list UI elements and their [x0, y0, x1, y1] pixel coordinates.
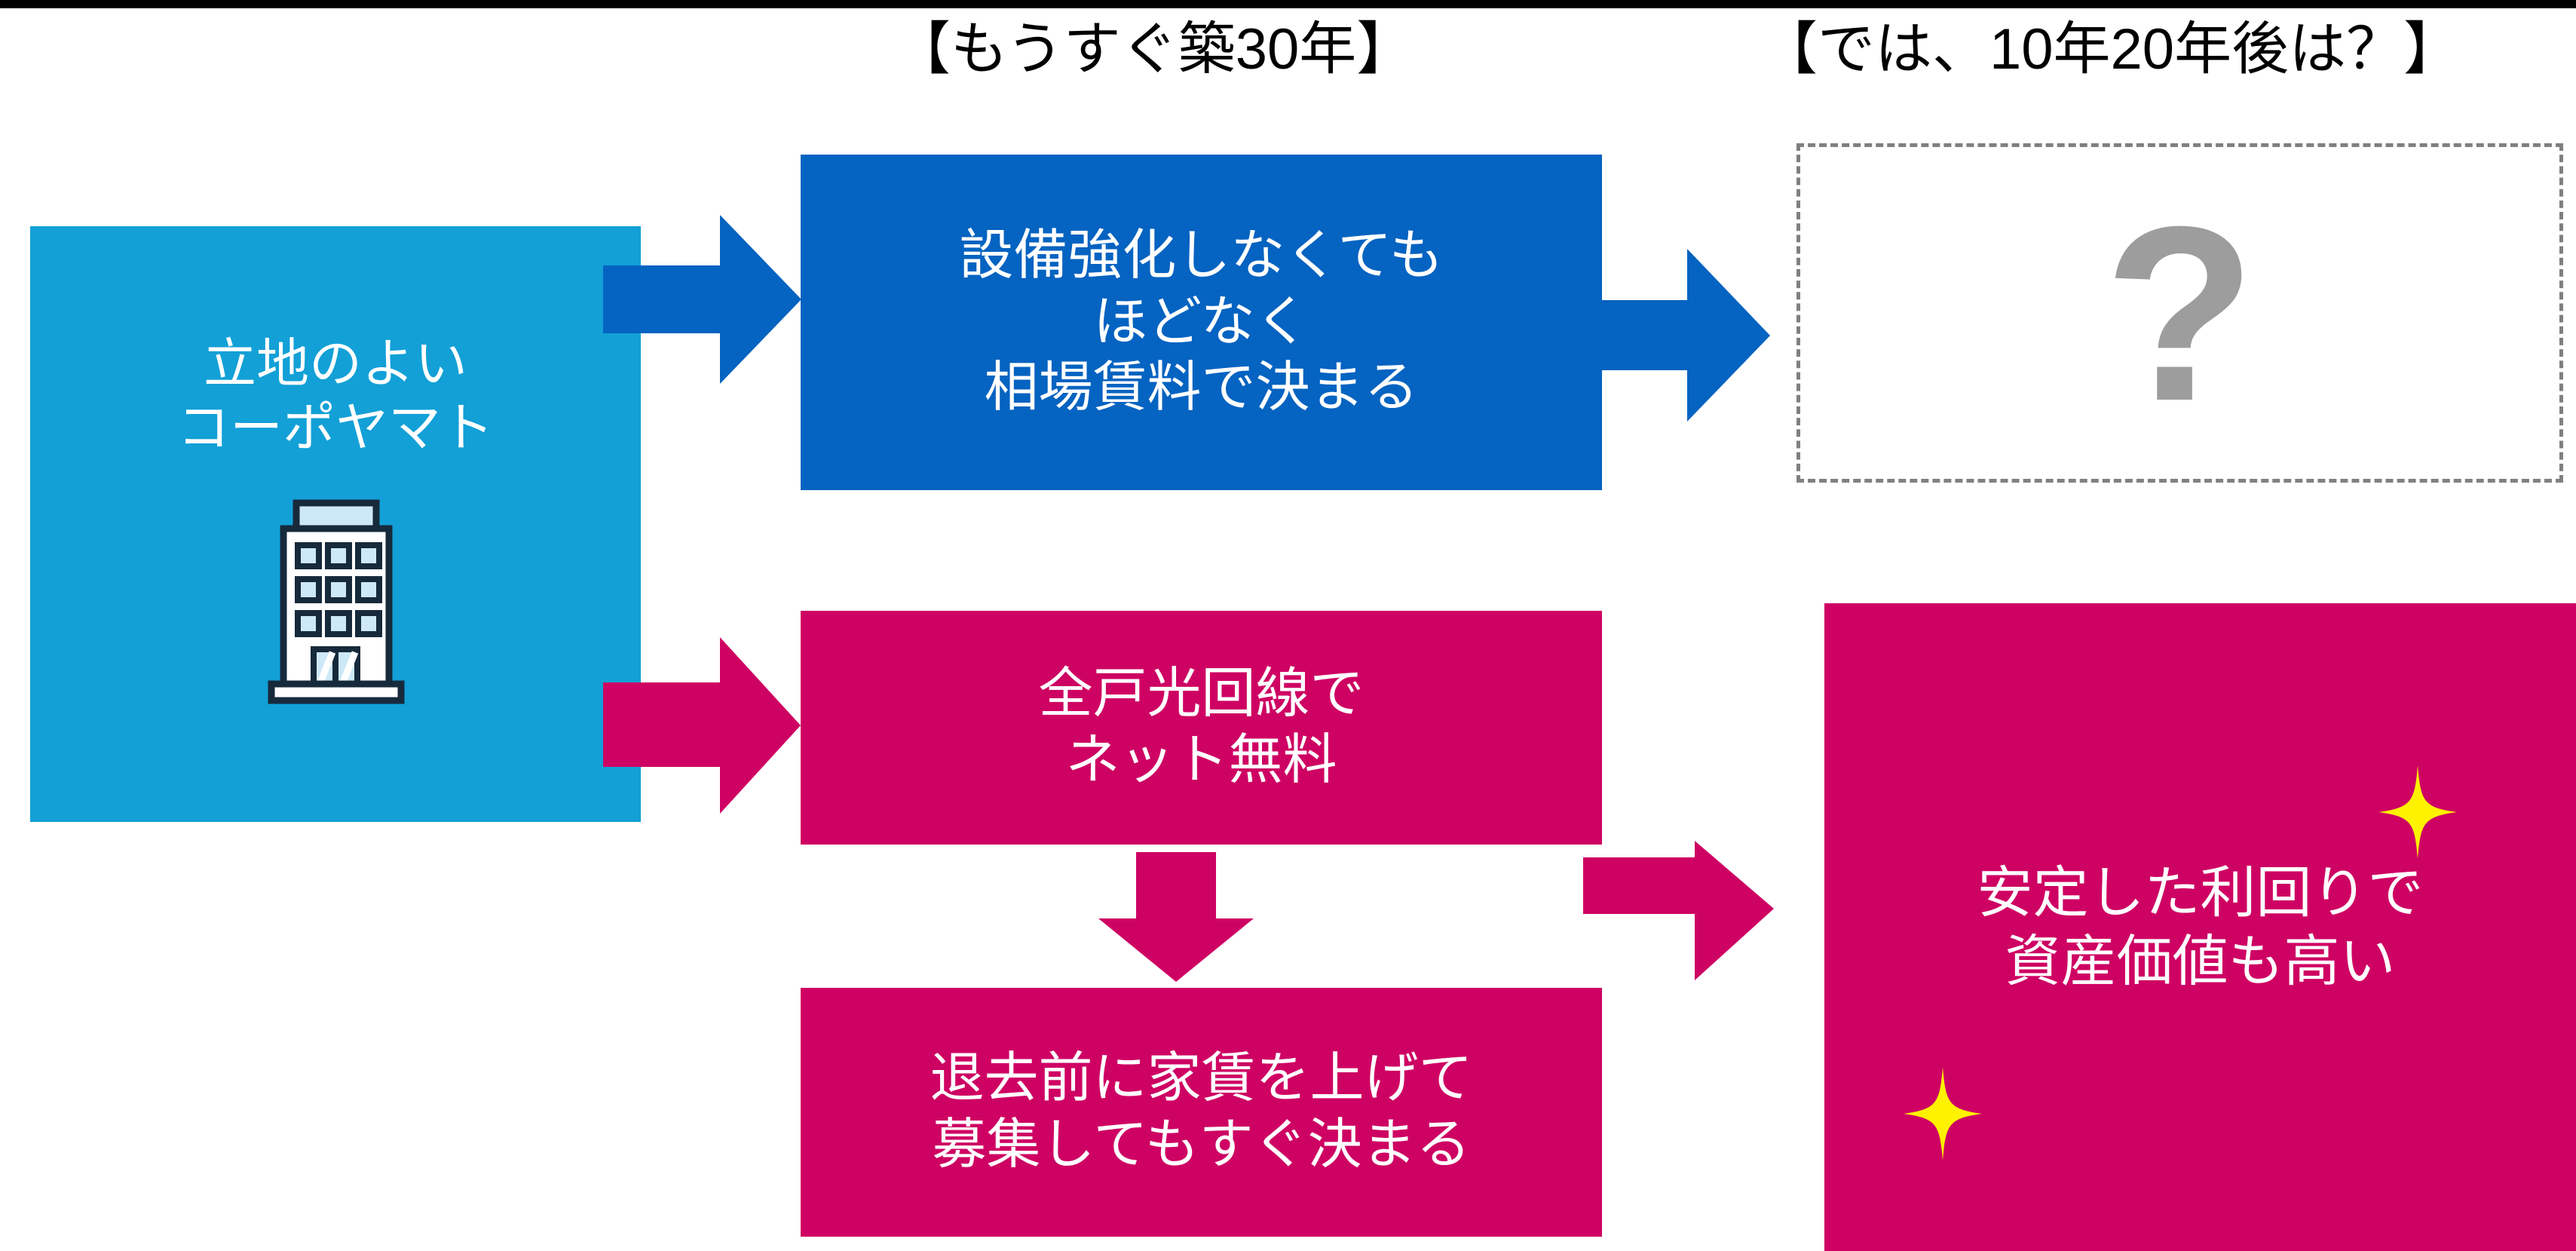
- question-mark-icon: ?: [2103, 173, 2256, 452]
- source-property-box: 立地のよい コーポヤマト: [30, 226, 641, 822]
- sparkle-icon-bottom: [1904, 1067, 1983, 1165]
- header-right: 【では、10年20年後は？】: [1760, 17, 2461, 81]
- magenta-feature-label: 全戸光回線で ネット無料: [1038, 664, 1365, 790]
- unknown-future-box: ?: [1796, 143, 2563, 483]
- magenta-feature-box: 全戸光回線で ネット無料: [801, 611, 1602, 845]
- magenta-result-box: 安定した利回りで 資産価値も高い: [1824, 603, 2576, 1251]
- magenta-result-label: 安定した利回りで 資産価値も高い: [1977, 861, 2424, 992]
- arrow-blue-to-question: [1576, 249, 1775, 426]
- sparkle-icon-top: [2378, 765, 2458, 863]
- header-left: 【もうすぐ築30年】: [893, 17, 1414, 81]
- apartment-building-icon: [248, 498, 423, 712]
- arrow-magenta-down: [1097, 852, 1255, 988]
- arrow-cyan-to-magenta: [603, 637, 803, 818]
- arrow-cyan-to-blue: [603, 215, 803, 388]
- top-black-bar: [0, 0, 2576, 8]
- blue-statement-box: 設備強化しなくても ほどなく 相場賃料で決まる: [801, 155, 1602, 490]
- arrow-magenta-to-result: [1583, 841, 1779, 988]
- magenta-rent-box: 退去前に家賃を上げて 募集してもすぐ決まる: [801, 988, 1602, 1237]
- magenta-rent-label: 退去前に家賃を上げて 募集してもすぐ決まる: [930, 1048, 1473, 1175]
- blue-statement-label: 設備強化しなくても ほどなく 相場賃料で決まる: [959, 225, 1444, 419]
- source-property-label: 立地のよい コーポヤマト: [177, 334, 494, 458]
